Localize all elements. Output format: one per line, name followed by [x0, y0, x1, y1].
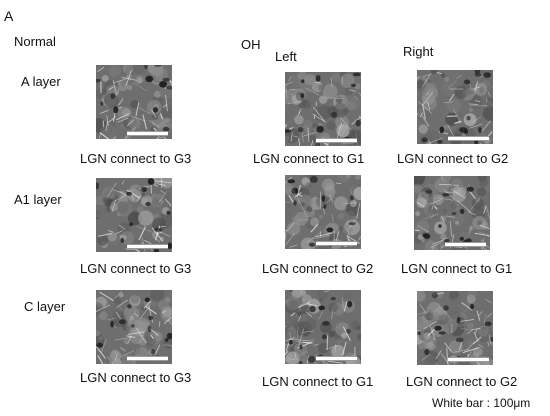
- caption-oh-left-c-layer: LGN connect to G1: [262, 374, 374, 389]
- caption-oh-left-a1-layer: LGN connect to G2: [262, 261, 374, 276]
- scale-bar: [445, 242, 486, 247]
- micrograph-oh-left-a-layer: [285, 72, 361, 146]
- scale-bar: [127, 131, 168, 136]
- micrograph-oh-left-c-layer: [285, 290, 361, 364]
- tissue-texture: [417, 291, 493, 365]
- caption-normal-c-layer: LGN connect to G3: [80, 370, 192, 385]
- group-label-normal: Normal: [14, 34, 56, 49]
- tissue-texture: [417, 70, 493, 144]
- caption-oh-left-a-layer: LGN connect to G1: [253, 151, 365, 166]
- row-label-a1-layer: A1 layer: [14, 192, 62, 207]
- tissue-texture: [96, 178, 172, 252]
- scale-bar: [448, 136, 489, 141]
- scale-bar: [316, 138, 357, 143]
- tissue-texture: [285, 175, 361, 249]
- micrograph-normal-c-layer: [96, 290, 172, 364]
- scale-bar: [127, 244, 168, 249]
- caption-oh-right-c-layer: LGN connect to G2: [406, 374, 518, 389]
- tissue-texture: [285, 72, 361, 146]
- tissue-texture: [96, 290, 172, 364]
- column-label-right: Right: [403, 44, 434, 59]
- caption-normal-a1-layer: LGN connect to G3: [80, 261, 192, 276]
- panel-letter: A: [4, 8, 14, 24]
- micrograph-oh-right-a1-layer: [414, 176, 490, 250]
- micrograph-normal-a1-layer: [96, 178, 172, 252]
- row-label-a-layer: A layer: [21, 74, 61, 89]
- scale-bar: [448, 357, 489, 362]
- scale-bar: [316, 356, 357, 361]
- column-label-left: Left: [275, 49, 297, 64]
- micrograph-oh-left-a1-layer: [285, 175, 361, 249]
- caption-oh-right-a-layer: LGN connect to G2: [397, 151, 509, 166]
- scale-bar: [316, 241, 357, 246]
- scale-bar: [127, 356, 168, 361]
- row-label-c-layer: C layer: [24, 299, 66, 314]
- scale-note: White bar : 100μm: [432, 396, 531, 410]
- micrograph-normal-a-layer: [96, 65, 172, 139]
- caption-oh-right-a1-layer: LGN connect to G1: [401, 261, 513, 276]
- caption-normal-a-layer: LGN connect to G3: [80, 151, 192, 166]
- tissue-texture: [285, 290, 361, 364]
- tissue-texture: [414, 176, 490, 250]
- micrograph-oh-right-c-layer: [417, 291, 493, 365]
- group-label-oh: OH: [241, 37, 261, 52]
- micrograph-oh-right-a-layer: [417, 70, 493, 144]
- tissue-texture: [96, 65, 172, 139]
